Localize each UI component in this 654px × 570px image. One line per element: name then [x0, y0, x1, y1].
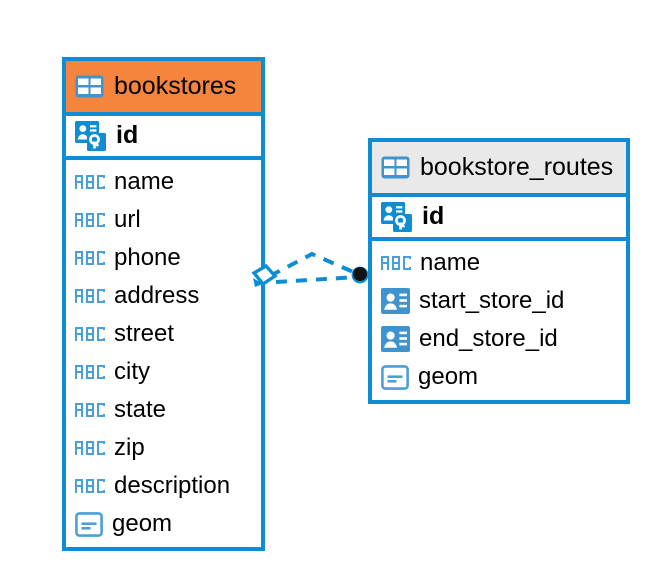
field-name: description	[114, 472, 231, 499]
field-row-zip[interactable]: zip	[66, 429, 261, 467]
field-row-primary-key[interactable]: id	[372, 193, 626, 241]
field-name: start_store_id	[419, 287, 565, 314]
field-name: city	[114, 358, 150, 385]
field-list-bookstore-routes: name start_store_id	[372, 241, 626, 400]
abc-string-icon	[75, 441, 105, 455]
abc-string-icon	[75, 289, 105, 303]
field-name: id	[422, 202, 445, 230]
field-name: name	[420, 249, 481, 276]
abc-string-icon	[75, 403, 105, 417]
entity-bookstores[interactable]: bookstores id	[62, 57, 265, 551]
field-name: address	[114, 282, 200, 309]
table-grid-icon	[381, 156, 410, 178]
field-name: name	[114, 168, 175, 195]
field-row-end-store-id[interactable]: end_store_id	[372, 320, 626, 358]
entity-header-bookstores[interactable]: bookstores	[66, 61, 261, 112]
field-list-bookstores: name url	[66, 160, 261, 547]
field-name: geom	[112, 510, 173, 537]
abc-string-icon	[75, 365, 105, 379]
field-row-address[interactable]: address	[66, 277, 261, 315]
abc-string-icon	[75, 251, 105, 265]
filled-circle-marker	[351, 266, 369, 284]
geometry-icon	[75, 511, 103, 537]
field-row-state[interactable]: state	[66, 391, 261, 429]
entity-title: bookstore_routes	[420, 152, 614, 181]
field-row-city[interactable]: city	[66, 353, 261, 391]
field-name: geom	[418, 363, 479, 390]
field-name: street	[114, 320, 175, 347]
primary-key-icon	[381, 202, 412, 232]
field-row-name[interactable]: name	[66, 163, 261, 201]
entity-header-bookstore-routes[interactable]: bookstore_routes	[372, 142, 626, 193]
field-row-street[interactable]: street	[66, 315, 261, 353]
relationship-line-lower	[275, 275, 359, 284]
primary-key-icon	[75, 121, 106, 151]
entity-title: bookstores	[114, 71, 237, 100]
field-name: state	[114, 396, 167, 423]
field-row-geom[interactable]: geom	[66, 505, 261, 543]
field-name: phone	[114, 244, 181, 271]
field-row-name[interactable]: name	[372, 244, 626, 282]
field-row-phone[interactable]: phone	[66, 239, 261, 277]
field-name: zip	[114, 434, 145, 461]
abc-string-icon	[75, 327, 105, 341]
field-name: end_store_id	[419, 325, 558, 352]
table-grid-icon	[75, 75, 104, 97]
abc-string-icon	[381, 256, 411, 270]
entity-bookstore-routes[interactable]: bookstore_routes id	[368, 138, 630, 404]
field-row-start-store-id[interactable]: start_store_id	[372, 282, 626, 320]
field-row-geom[interactable]: geom	[372, 358, 626, 396]
relationship-line-upper	[269, 251, 359, 278]
field-row-primary-key[interactable]: id	[66, 112, 261, 160]
abc-string-icon	[75, 479, 105, 493]
geometry-icon	[381, 364, 409, 390]
field-row-url[interactable]: url	[66, 201, 261, 239]
field-row-description[interactable]: description	[66, 467, 261, 505]
foreign-key-icon	[381, 288, 410, 314]
abc-string-icon	[75, 213, 105, 227]
field-name: id	[116, 121, 139, 149]
foreign-key-icon	[381, 326, 410, 352]
field-name: url	[114, 206, 141, 233]
abc-string-icon	[75, 175, 105, 189]
